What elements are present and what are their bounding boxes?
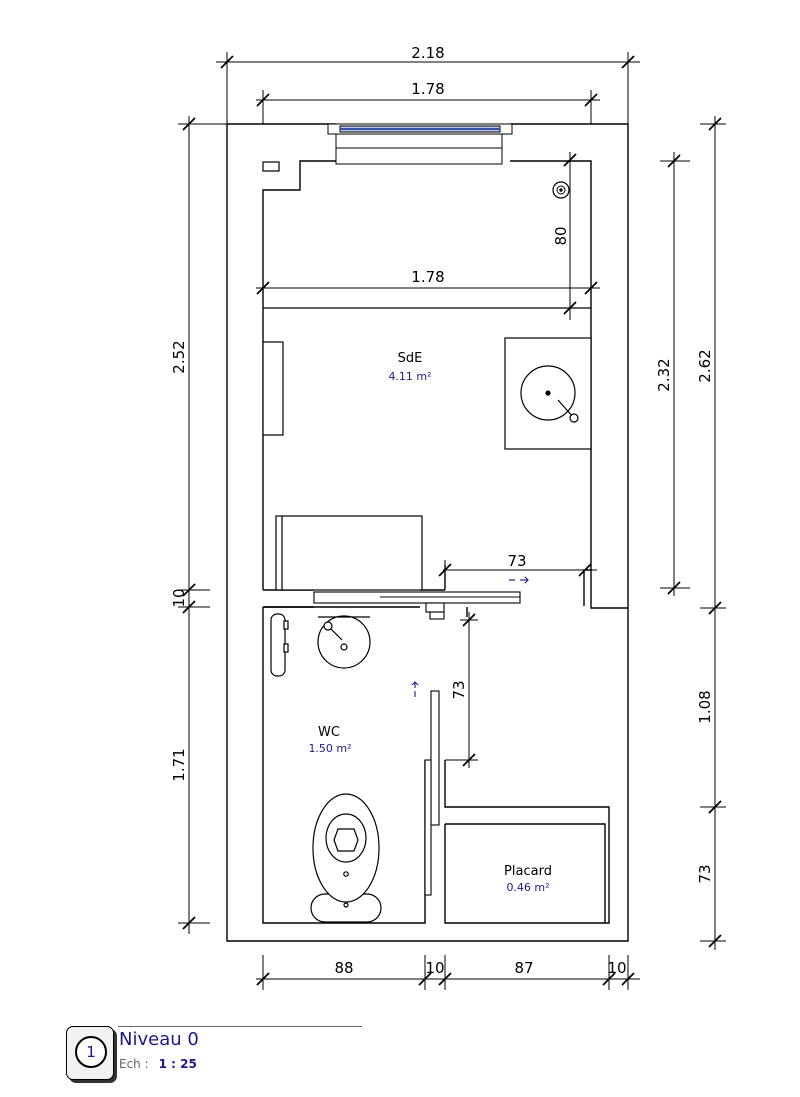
towel-rail [262,341,284,436]
room-placard-name: Placard [504,864,552,879]
dim-right-lower: 73 [696,864,714,883]
dim-door-sde: 73 [507,552,526,570]
room-sde-area: 4.11 m² [388,370,431,383]
room-sde-name: SdE [398,351,423,366]
toilet-icon [310,793,382,923]
dim-bottom-placard: 87 [514,959,533,977]
view-number: 1 [75,1036,107,1068]
bathtub-stool [275,515,423,591]
dim-right-outer-upper: 2.62 [696,349,714,382]
wc-wall [262,606,610,924]
view-scale: Ech : 1 : 25 [119,1057,197,1071]
view-name: Niveau 0 [119,1029,199,1050]
view-title-block: 1 Niveau 0 Ech : 1 : 25 [62,1024,372,1088]
room-wc-name: WC [318,725,340,740]
sliding-door-wc [424,690,440,896]
dim-left-lower: 1.71 [170,748,188,781]
room-placard-area: 0.46 m² [506,881,549,894]
dim-left-wall: 10 [170,588,188,607]
window [327,123,513,165]
dim-top-overall: 2.18 [411,44,444,62]
dim-bottom-wall2: 10 [607,959,626,977]
scale-label: Ech : [119,1057,149,1071]
dim-bottom-wc: 88 [334,959,353,977]
wc-handbasin [270,613,371,677]
scale-value: 1 : 25 [158,1057,197,1071]
room-wc-area: 1.50 m² [308,742,351,755]
dim-left-upper: 2.52 [170,340,188,373]
dim-right-mid: 1.08 [696,690,714,723]
view-number-badge: 1 [66,1026,114,1080]
washbasin-sde [504,337,592,450]
sliding-door-sde [313,591,521,620]
vent [262,161,280,172]
dim-bottom-wall1: 10 [425,959,444,977]
dim-inner-mid: 1.78 [411,268,444,286]
dim-shower-depth: 80 [552,226,570,245]
dim-wc-door: 73 [450,680,468,699]
door-arrows [411,576,529,697]
dimension-lines [178,52,726,990]
dim-right-inner: 2.32 [655,358,673,391]
dim-top-inner: 1.78 [411,80,444,98]
title-underline [118,1026,362,1027]
placard-wall [445,823,606,923]
shower-drain-icon [552,181,570,199]
